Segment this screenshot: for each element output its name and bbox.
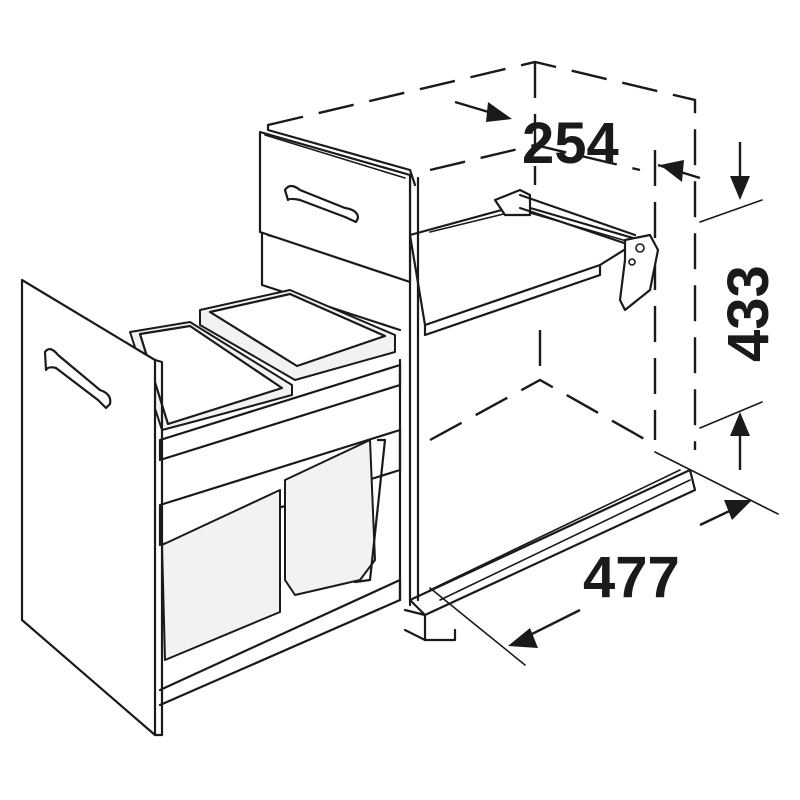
width-arrow-icon	[486, 102, 512, 122]
height-arrow-icon-bottom	[730, 412, 750, 436]
top-drawer-handle	[283, 184, 360, 224]
width-arrow-icon-right	[660, 160, 684, 182]
depth-dimension: 477	[429, 451, 779, 666]
depth-arrow-icon-right	[724, 500, 752, 520]
height-arrow-icon-top	[730, 176, 750, 200]
depth-value: 477	[583, 545, 680, 610]
width-value: 254	[522, 111, 619, 176]
front-door	[20, 278, 164, 737]
waste-bin-front	[129, 321, 293, 661]
cabinet-outline	[267, 60, 697, 450]
front-door-handle	[43, 348, 112, 410]
mounting-bracket	[493, 188, 660, 312]
depth-arrow-icon-left	[508, 628, 538, 648]
width-dimension: 254	[454, 100, 701, 182]
waste-bin-rear	[199, 289, 396, 596]
top-drawer	[258, 130, 412, 284]
cabinet-base	[403, 468, 697, 642]
height-dimension: 433	[699, 142, 781, 470]
height-value: 433	[716, 265, 781, 362]
